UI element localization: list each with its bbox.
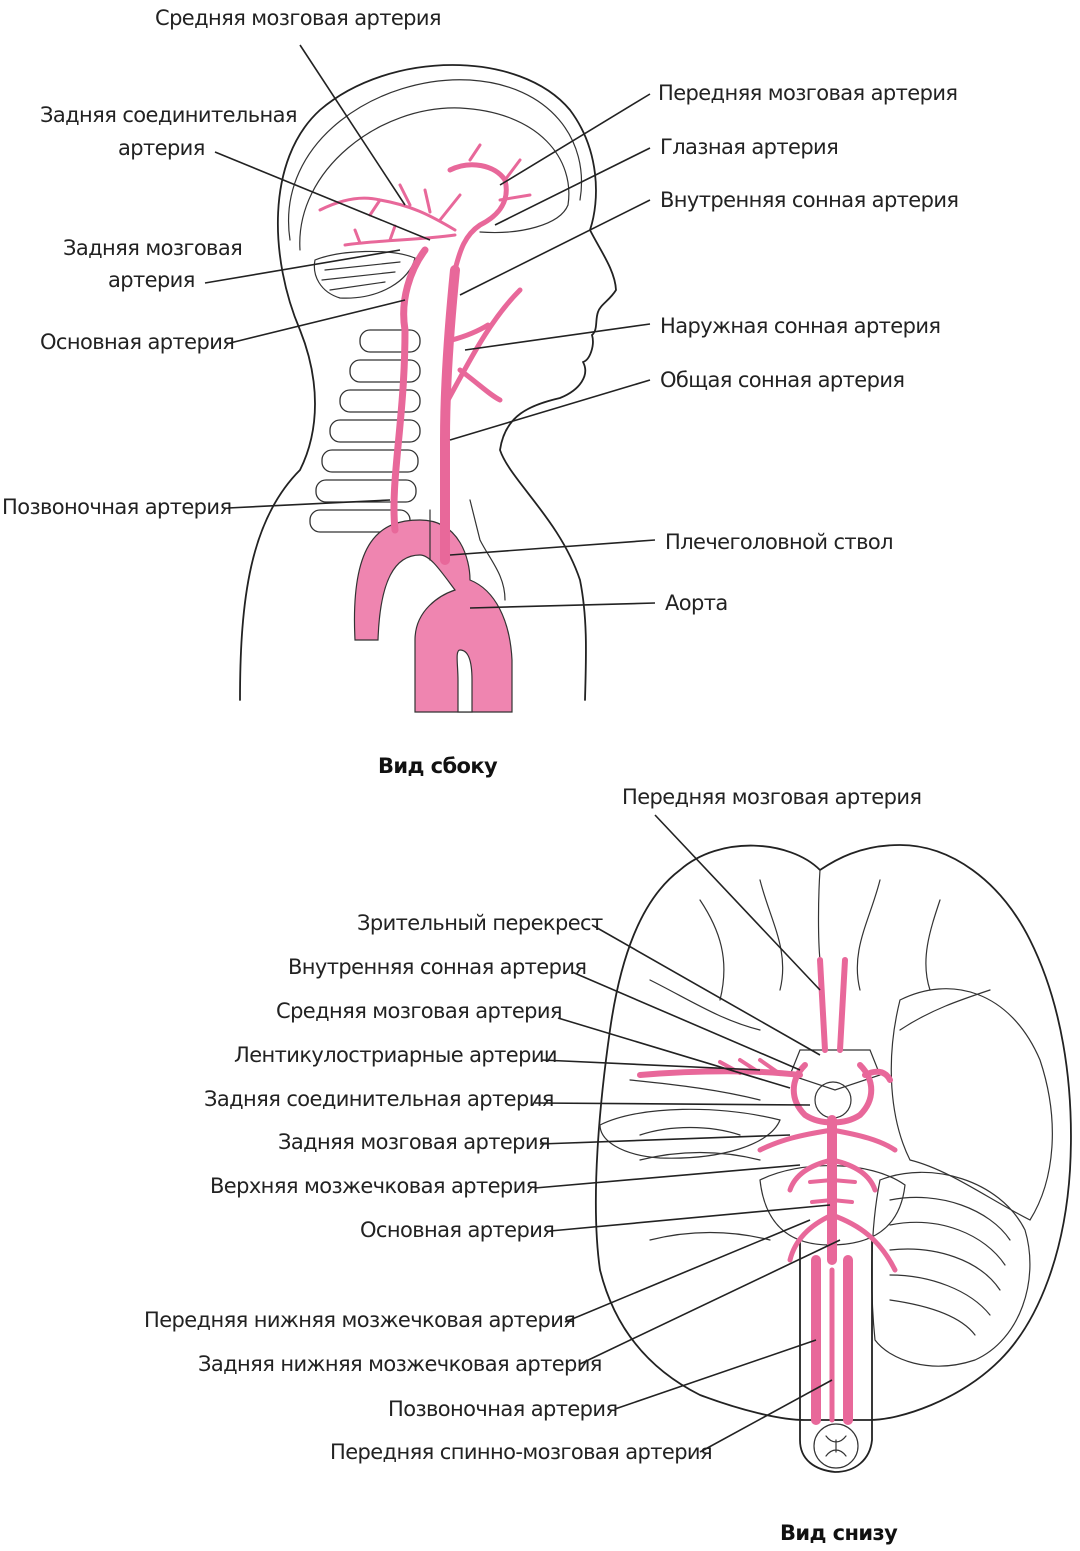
- aorta-arch: [353, 519, 513, 713]
- label-middle-cerebral-side: Средняя мозговая артерия: [155, 6, 441, 30]
- temporal-lobe: [890, 988, 1053, 1221]
- label-posterior-cerebral-side-1: Задняя мозговая: [63, 236, 242, 260]
- caption-bottom-view: Вид снизу: [780, 1521, 898, 1545]
- label-brachiocephalic: Плечеголовной ствол: [665, 530, 893, 554]
- label-optic-chiasm: Зрительный перекрест: [357, 911, 603, 935]
- label-internal-carotid-bottom: Внутренняя сонная артерия: [288, 955, 586, 979]
- pituitary: [814, 1081, 852, 1119]
- side-view-illustration: [239, 64, 617, 713]
- label-ophthalmic: Глазная артерия: [660, 135, 838, 159]
- neck-lines: [429, 499, 506, 601]
- label-posterior-communicating-side-1: Задняя соединительная: [40, 103, 297, 127]
- label-external-carotid: Наружная сонная артерия: [660, 314, 940, 338]
- label-basilar-side: Основная артерия: [40, 330, 234, 354]
- skull-outline: [287, 79, 582, 241]
- label-middle-cerebral-bottom: Средняя мозговая артерия: [276, 999, 562, 1023]
- label-common-carotid: Общая сонная артерия: [660, 368, 904, 392]
- common-carotid-line: [440, 265, 460, 565]
- external-carotid-line: [445, 287, 523, 403]
- label-anterior-spinal: Передняя спинно-мозговая артерия: [330, 1440, 712, 1464]
- circle-of-willis: [790, 1062, 875, 1126]
- bottom-labels: Передняя мозговая артерия Зрительный пер…: [144, 785, 922, 1545]
- label-internal-carotid-side: Внутренняя сонная артерия: [660, 188, 958, 212]
- anterior-cerebral-bottom: [817, 957, 848, 1053]
- spinal-cord-cross-section: [813, 1423, 859, 1469]
- vertebral-line: [390, 246, 429, 534]
- label-anterior-inferior-cerebellar: Передняя нижняя мозжечковая артерия: [144, 1308, 575, 1332]
- middle-cerebral-bottom: [637, 1068, 893, 1083]
- side-leader-lines: [204, 44, 656, 609]
- cerebellum-side: [313, 250, 416, 299]
- label-posterior-inferior-cerebellar: Задняя нижняя мозжечковая артерия: [198, 1352, 602, 1376]
- superior-cerebellar-bottom: [787, 1157, 878, 1193]
- aica-pica: [787, 1212, 898, 1273]
- brain-outline-bottom: [594, 844, 1072, 1421]
- brain-outline: [299, 107, 570, 251]
- posterior-cerebral-bottom: [757, 1127, 898, 1153]
- head-profile-outline: [239, 64, 617, 701]
- label-posterior-cerebral-bottom: Задняя мозговая артерия: [278, 1130, 550, 1154]
- label-lenticulostriate: Лентикулостриарные артерии: [234, 1043, 557, 1067]
- label-posterior-communicating-side-2: артерия: [118, 136, 205, 160]
- bottom-view-illustration: [594, 844, 1072, 1473]
- brainstem: [799, 1239, 873, 1473]
- label-anterior-cerebral-side: Передняя мозговая артерия: [658, 81, 957, 105]
- cerebellum-folia-bottom: [889, 1196, 1011, 1336]
- spinal-cord-grey-matter: [825, 1435, 847, 1457]
- label-posterior-cerebral-side-2: артерия: [108, 268, 195, 292]
- side-labels: Средняя мозговая артерия Передняя мозгов…: [2, 6, 959, 778]
- label-basilar-bottom: Основная артерия: [360, 1218, 554, 1242]
- cerebral-branches: [318, 143, 532, 247]
- brain-gyri: [629, 879, 991, 1241]
- cerebellum-folia: [321, 261, 401, 291]
- label-superior-cerebellar: Верхняя мозжечковая артерия: [210, 1174, 538, 1198]
- bottom-arteries: [637, 957, 898, 1425]
- internal-carotid-line: [447, 162, 509, 273]
- bottom-leader-lines: [534, 814, 841, 1453]
- label-vertebral-bottom: Позвоночная артерия: [388, 1397, 618, 1421]
- left-temporal-slice: [599, 1108, 781, 1159]
- aorta-split: [456, 649, 473, 713]
- label-vertebral-side: Позвоночная артерия: [2, 495, 232, 519]
- caption-side-view: Вид сбоку: [378, 754, 498, 778]
- optic-chiasm: [789, 1049, 881, 1091]
- pontine-branches: [808, 1178, 857, 1204]
- side-arteries: [318, 143, 532, 713]
- left-temporal-inner: [639, 1126, 741, 1136]
- label-anterior-cerebral-bottom: Передняя мозговая артерия: [622, 785, 921, 809]
- brain-fissure: [817, 869, 821, 961]
- label-aorta: Аорта: [665, 591, 728, 615]
- label-posterior-communicating-bottom: Задняя соединительная артерия: [204, 1087, 554, 1111]
